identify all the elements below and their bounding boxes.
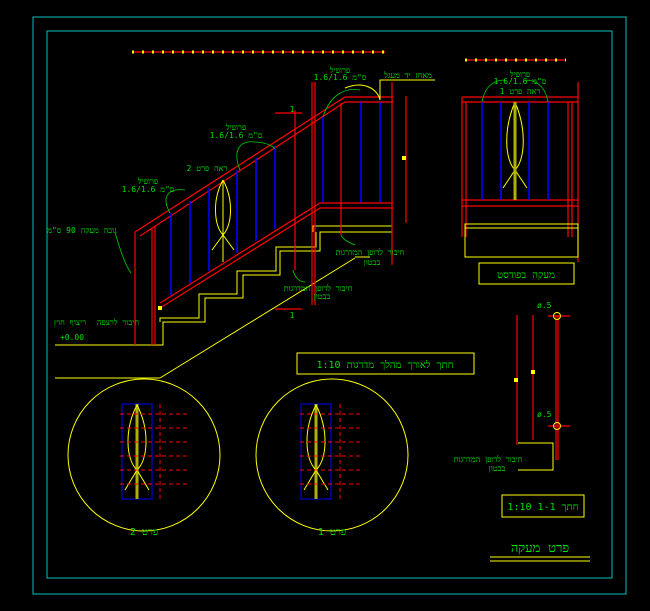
profile-label-3: פרופיל: [329, 66, 350, 75]
drawing-title: פרט מעקה: [511, 541, 570, 556]
outdoor-paving-label: ריצוף חוץ: [54, 318, 86, 327]
section-mark-bottom: 1: [290, 311, 295, 320]
dia-label-bottom: ø.5: [537, 410, 552, 419]
section-1-1: ø.5 ø.5 חיבור לדופן המדרגות בבטון חתך 1-…: [454, 301, 585, 518]
profile-label-2: פרופיל: [225, 123, 246, 132]
detail-1: פרט 1: [255, 378, 409, 538]
section-long-title: חתך לאורך מהלך מדרגות 1:10: [316, 359, 453, 371]
connect-stairs-label-b2: בבטון: [314, 292, 331, 301]
connect-stairs-label-a: חיבור לדופן המדרגות: [336, 248, 405, 257]
landing-title: מעקה בפודסט: [497, 270, 555, 281]
detail1-title: פרט 1: [318, 527, 346, 538]
handrail-label: מאחז יד מעגל: [383, 71, 432, 80]
see-detail-1-label: ראה פרט 1: [500, 87, 541, 96]
connect-stairs-label-b: חיבור לדופן המדרגות: [284, 284, 353, 293]
landing-railing: פרופיל 1.6/1.6 ס"מ ראה פרט 1 מעקה בפודסט: [461, 70, 579, 285]
connect-stairs-label-a2: בבטון: [364, 258, 381, 267]
stair-section: [55, 79, 435, 379]
profile-label-1: פרופיל: [137, 177, 158, 186]
dia-label-top: ø.5: [537, 301, 552, 310]
profile-size-2: 1.6/1.6 ס"מ: [210, 131, 263, 140]
profile-size-1: 1.6/1.6 ס"מ: [122, 185, 175, 194]
profile-size-3: 1.6/1.6 ס"מ: [314, 73, 367, 82]
landing-profile-label: פרופיל: [509, 70, 530, 79]
section-11-title: חתך 1-1 1:10: [507, 502, 578, 513]
inner-frame: [46, 30, 613, 579]
stair-labels: פרופיל 1.6/1.6 ס"מ ראה פרט 2 פרופיל 1.6/…: [47, 66, 432, 342]
level-label: +0.00: [60, 333, 84, 342]
landing-profile-size: 1.6/1.6 ס"מ: [494, 77, 547, 86]
section-connect-label2: בבטון: [489, 464, 506, 473]
railing-height-label: גובה מעקה 90 ס"מ: [47, 226, 117, 235]
see-detail-2-label: ראה פרט 2: [187, 164, 228, 173]
outer-frame: [32, 16, 627, 595]
detail-2: פרט 2: [67, 378, 221, 538]
detail2-title: פרט 2: [130, 527, 158, 538]
section-connect-label: חיבור לדופן המדרגות: [454, 455, 523, 464]
section-mark-top: 1: [290, 105, 295, 114]
section-long-title-box: [296, 352, 475, 375]
connect-floor-label: חיבור לרצפה: [97, 318, 139, 327]
